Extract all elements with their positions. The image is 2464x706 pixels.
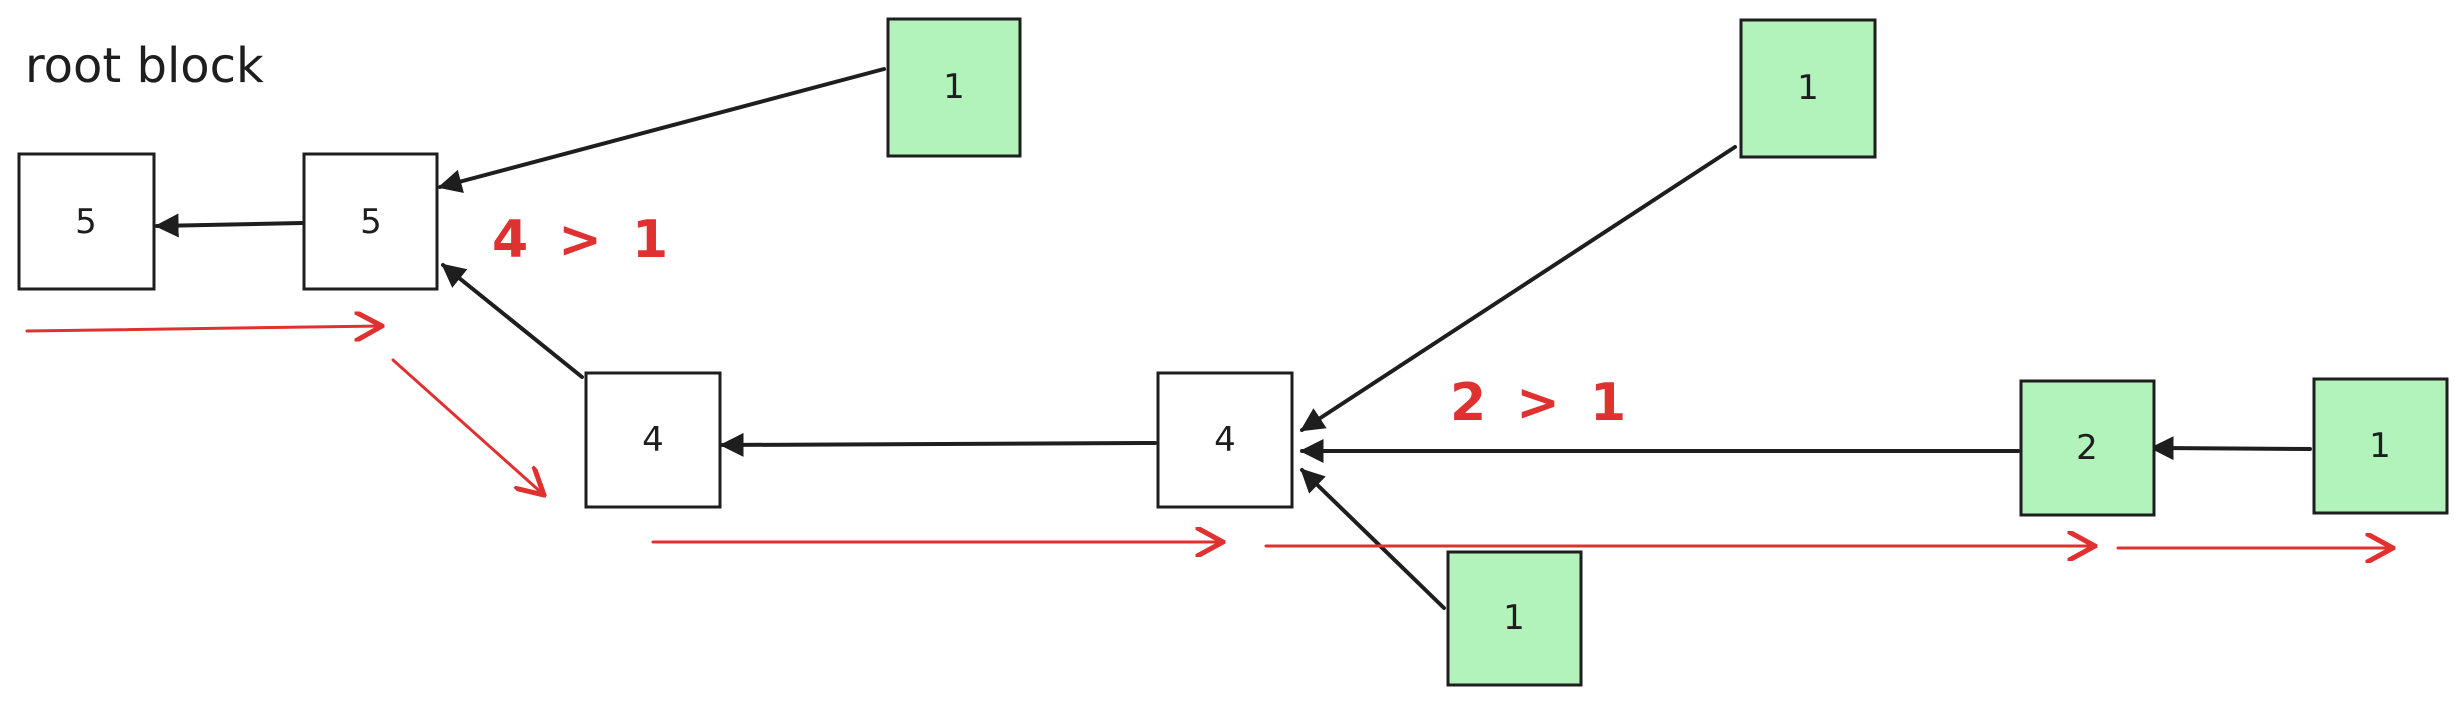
weight-comparison-note: 4 > 1	[492, 210, 674, 270]
parent-link	[441, 263, 584, 379]
weight-comparison-note: 2 > 1	[1450, 373, 1632, 433]
block-box	[886, 17, 1022, 158]
block-box	[2019, 379, 2156, 517]
block-weight-label: 4	[642, 420, 664, 460]
block-node-finalized: 4	[1156, 371, 1294, 509]
path-arrow	[391, 358, 544, 495]
parent-link	[1299, 145, 1737, 432]
block-node-candidate: 1	[2312, 377, 2449, 515]
root-block-title: root block	[25, 38, 264, 94]
block-weight-label: 4	[1214, 420, 1236, 460]
parent-link	[437, 67, 886, 194]
block-node-candidate: 1	[1446, 550, 1583, 687]
block-weight-label: 1	[1797, 68, 1819, 108]
block-box	[1446, 550, 1583, 687]
parent-link	[719, 432, 1157, 457]
block-box	[1156, 371, 1294, 509]
block-box	[2312, 377, 2449, 515]
block-node-candidate: 2	[2019, 379, 2156, 517]
parent-links	[154, 67, 2312, 610]
block-box	[584, 371, 722, 509]
parent-link	[1300, 468, 1446, 610]
parent-link	[2149, 436, 2312, 461]
path-arrow	[25, 326, 382, 331]
block-node-candidate: 1	[886, 17, 1022, 158]
block-weight-label: 2	[2076, 428, 2098, 468]
block-nodes: 5 5 1 4 4 1 1 2	[17, 17, 2449, 687]
block-weight-label: 1	[2369, 426, 2391, 466]
block-box	[1739, 18, 1877, 159]
block-node-candidate: 1	[1739, 18, 1877, 159]
block-node-finalized: 5	[302, 152, 439, 291]
block-box	[302, 152, 439, 291]
block-box	[17, 152, 156, 291]
block-weight-label: 5	[75, 202, 97, 242]
parent-link	[154, 213, 304, 238]
block-weight-label: 5	[360, 202, 382, 242]
block-weight-label: 1	[1503, 598, 1525, 638]
fork-choice-path	[25, 326, 2393, 548]
block-node-finalized: 4	[584, 371, 722, 509]
block-node-finalized: 5	[17, 152, 156, 291]
block-weight-label: 1	[943, 67, 965, 107]
